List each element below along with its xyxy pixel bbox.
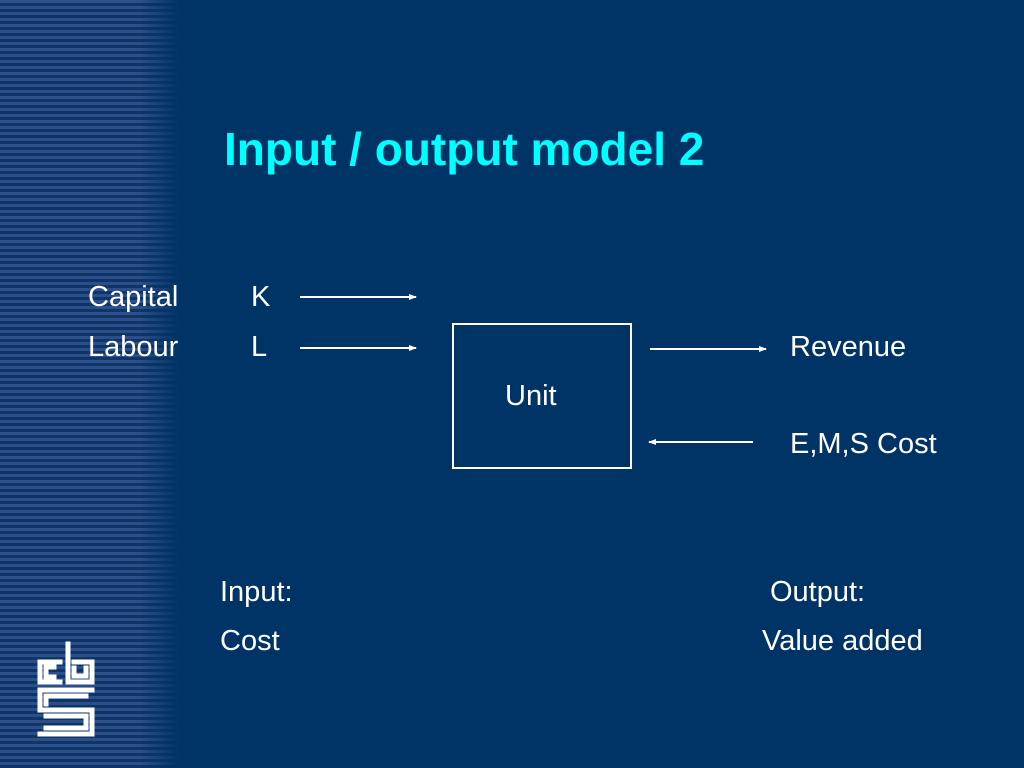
input-labour-symbol: L: [251, 331, 268, 363]
cbs-logo-icon: [37, 641, 95, 737]
striped-sidebar-band: [0, 0, 180, 768]
input-capital-symbol: K: [251, 281, 271, 313]
output-ems-cost-label: E,M,S Cost: [790, 428, 937, 460]
output-value: Value added: [762, 625, 923, 657]
unit-label: Unit: [505, 380, 557, 412]
output-revenue-label: Revenue: [790, 331, 907, 363]
input-value: Cost: [220, 625, 280, 657]
input-labour-label: Labour: [88, 331, 179, 363]
slide-title: Input / output model 2: [224, 123, 705, 175]
output-heading: Output:: [770, 576, 866, 608]
unit-box: [452, 323, 632, 469]
input-capital-label: Capital: [88, 281, 179, 313]
input-heading: Input:: [220, 576, 293, 608]
